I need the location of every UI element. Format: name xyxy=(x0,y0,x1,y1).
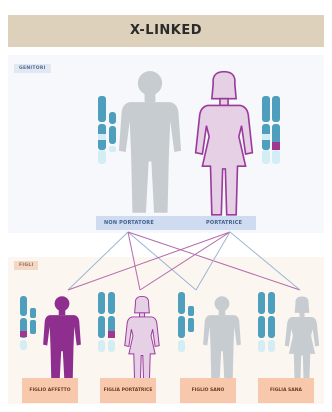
father-y-chromosome xyxy=(109,112,116,152)
child-2-chromosomes xyxy=(98,292,115,352)
child-1-chromosomes xyxy=(20,296,36,350)
child-3-label-box: FIGLIO SANO xyxy=(180,378,236,403)
child-1-silhouette xyxy=(43,296,81,382)
child-1-label: FIGLIO AFFETTO xyxy=(26,388,73,394)
child-2-silhouette xyxy=(125,296,159,383)
child-2-label: FIGLIA PORTATRICE xyxy=(101,388,156,394)
inheritance-lines xyxy=(68,232,300,290)
father-silhouette xyxy=(119,71,181,213)
child-3-chromosomes xyxy=(178,292,194,352)
child-4-label: FIGLIA SANA xyxy=(267,388,305,394)
mother-x-chromosome-mutated xyxy=(272,96,280,164)
child-4-label-box: FIGLIA SANA xyxy=(258,378,314,403)
father-x-chromosome xyxy=(98,96,106,164)
child-2-label-box: FIGLIA PORTATRICE xyxy=(100,378,156,403)
child-1-label-box: FIGLIO AFFETTO xyxy=(22,378,78,403)
child-3-label: FIGLIO SANO xyxy=(189,388,228,394)
mother-x-chromosome-normal xyxy=(262,96,270,164)
child-4-chromosomes xyxy=(258,292,275,352)
child-3-silhouette xyxy=(203,296,241,382)
mother-silhouette xyxy=(196,72,253,215)
child-4-silhouette xyxy=(285,296,319,383)
